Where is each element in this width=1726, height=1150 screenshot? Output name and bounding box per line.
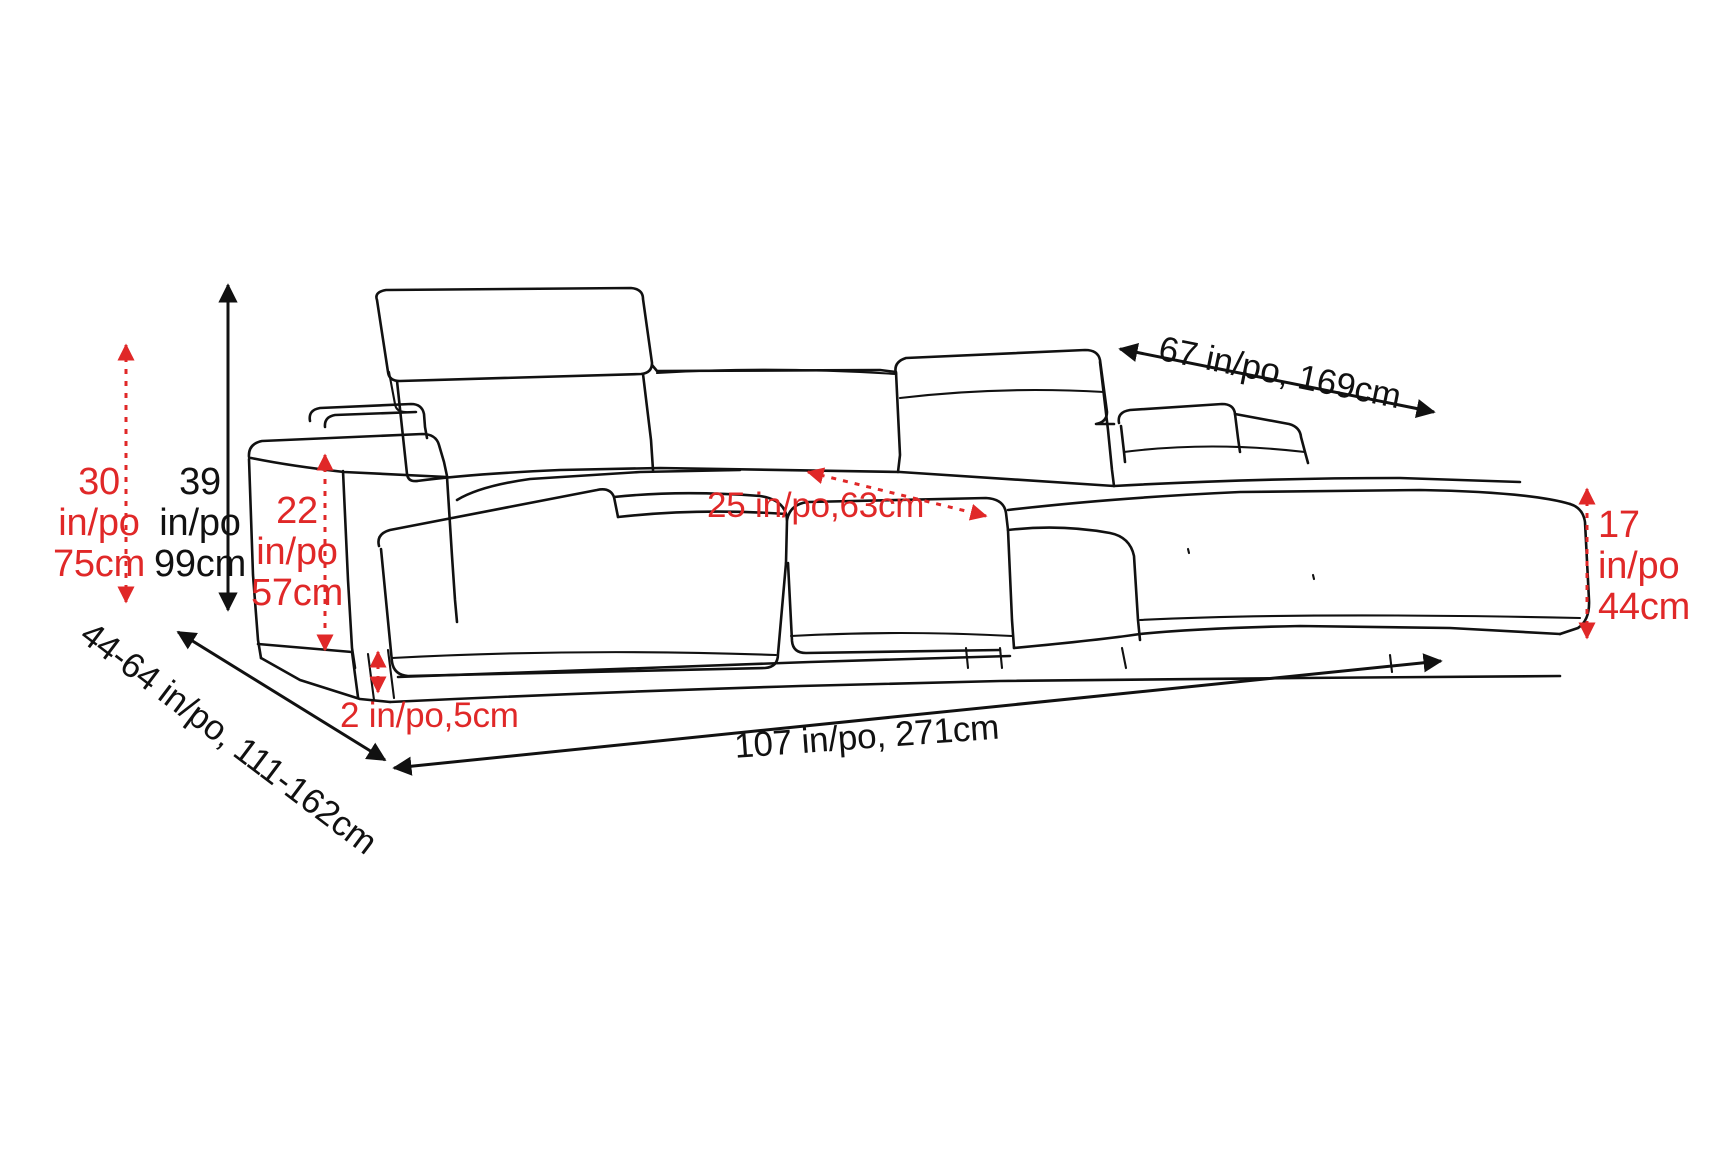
left-seat-cushion-top bbox=[612, 491, 789, 565]
left-arm-body-top-diag bbox=[249, 456, 449, 479]
chaise-arm-seam bbox=[1122, 445, 1307, 454]
left-arm-main-top bbox=[247, 432, 449, 478]
base-front-line-2 bbox=[396, 654, 1012, 679]
chaise-seat-height-metric: 44cm bbox=[1598, 586, 1691, 629]
chaise-arm-front bbox=[1119, 424, 1127, 464]
mid-seat-cushion-seam bbox=[789, 631, 1014, 638]
right-backrest-side bbox=[1098, 360, 1116, 488]
back-height-value: 39 bbox=[179, 461, 221, 503]
chaise-seat-height-unit: in/po bbox=[1598, 545, 1680, 588]
left-arm-right-edge bbox=[445, 475, 459, 624]
overall-height-value: 30 bbox=[78, 461, 120, 503]
left-arm-top-outline bbox=[308, 402, 429, 440]
left-seat-cushion-front bbox=[379, 547, 788, 678]
left-arm-bottom bbox=[256, 642, 354, 654]
left-seat-top-surface bbox=[455, 468, 742, 502]
leg-front-left bbox=[366, 648, 396, 702]
right-backrest-outline bbox=[894, 348, 1116, 426]
chaise-front-seam bbox=[1138, 614, 1582, 622]
base-front-line bbox=[388, 674, 1562, 704]
mid-seat-cushion-right bbox=[1006, 528, 1016, 650]
back-height-unit: in/po bbox=[159, 502, 241, 545]
leg-chaise bbox=[1120, 646, 1128, 670]
left-back-lower-outline bbox=[395, 379, 419, 483]
dimension-overall-depth-range bbox=[176, 630, 387, 762]
chaise-detail-tick-a bbox=[1186, 547, 1191, 555]
chaise-inner-corner bbox=[1006, 526, 1142, 642]
chaise-front-lower-edge bbox=[1012, 624, 1562, 650]
back-height-metric: 99cm bbox=[153, 543, 247, 586]
left-back-panel-top bbox=[641, 372, 655, 472]
overall-height-metric: 75cm bbox=[52, 543, 146, 586]
dimension-overall-width bbox=[392, 653, 1443, 776]
overall-width-line bbox=[392, 653, 1443, 776]
left-arm-foot-right bbox=[350, 650, 360, 699]
chaise-right-edge bbox=[1558, 502, 1591, 636]
left-seat-cushion-outline bbox=[377, 488, 620, 548]
overall-height-unit: in/po bbox=[58, 502, 140, 545]
left-seat-back-edge bbox=[415, 466, 1116, 488]
left-backrest-outline bbox=[375, 286, 654, 383]
label-seat-depth: 25 in/po,63cm bbox=[707, 486, 925, 525]
chaise-top-surface bbox=[1006, 488, 1572, 512]
arm-height-unit: in/po bbox=[256, 531, 338, 574]
mid-backrest-outline bbox=[650, 363, 902, 474]
overall-depth-range-line bbox=[176, 630, 387, 762]
seat-front-top-line bbox=[616, 510, 788, 519]
chaise-arm-outline bbox=[1117, 402, 1242, 454]
label-leg-height: 2 in/po,5cm bbox=[340, 696, 519, 735]
arm-height-metric: 57cm bbox=[250, 572, 344, 615]
left-arm-inner-outline bbox=[323, 410, 418, 429]
mid-seat-cushion-front bbox=[786, 561, 1002, 655]
dimension-chaise-depth bbox=[1118, 343, 1436, 418]
right-backrest-seam bbox=[898, 388, 1106, 400]
chaise-top-back-edge bbox=[1112, 476, 1522, 488]
chaise-arm-top-right bbox=[1233, 412, 1310, 465]
chaise-seat-height-value: 17 bbox=[1598, 504, 1640, 546]
leg-chaise-right bbox=[1388, 653, 1394, 674]
mid-backrest-seam bbox=[655, 368, 898, 376]
arm-height-value: 22 bbox=[276, 490, 318, 532]
left-seat-cushion-seam bbox=[390, 651, 778, 660]
chaise-detail-tick-b bbox=[1311, 573, 1316, 581]
chaise-depth-line bbox=[1118, 343, 1436, 418]
